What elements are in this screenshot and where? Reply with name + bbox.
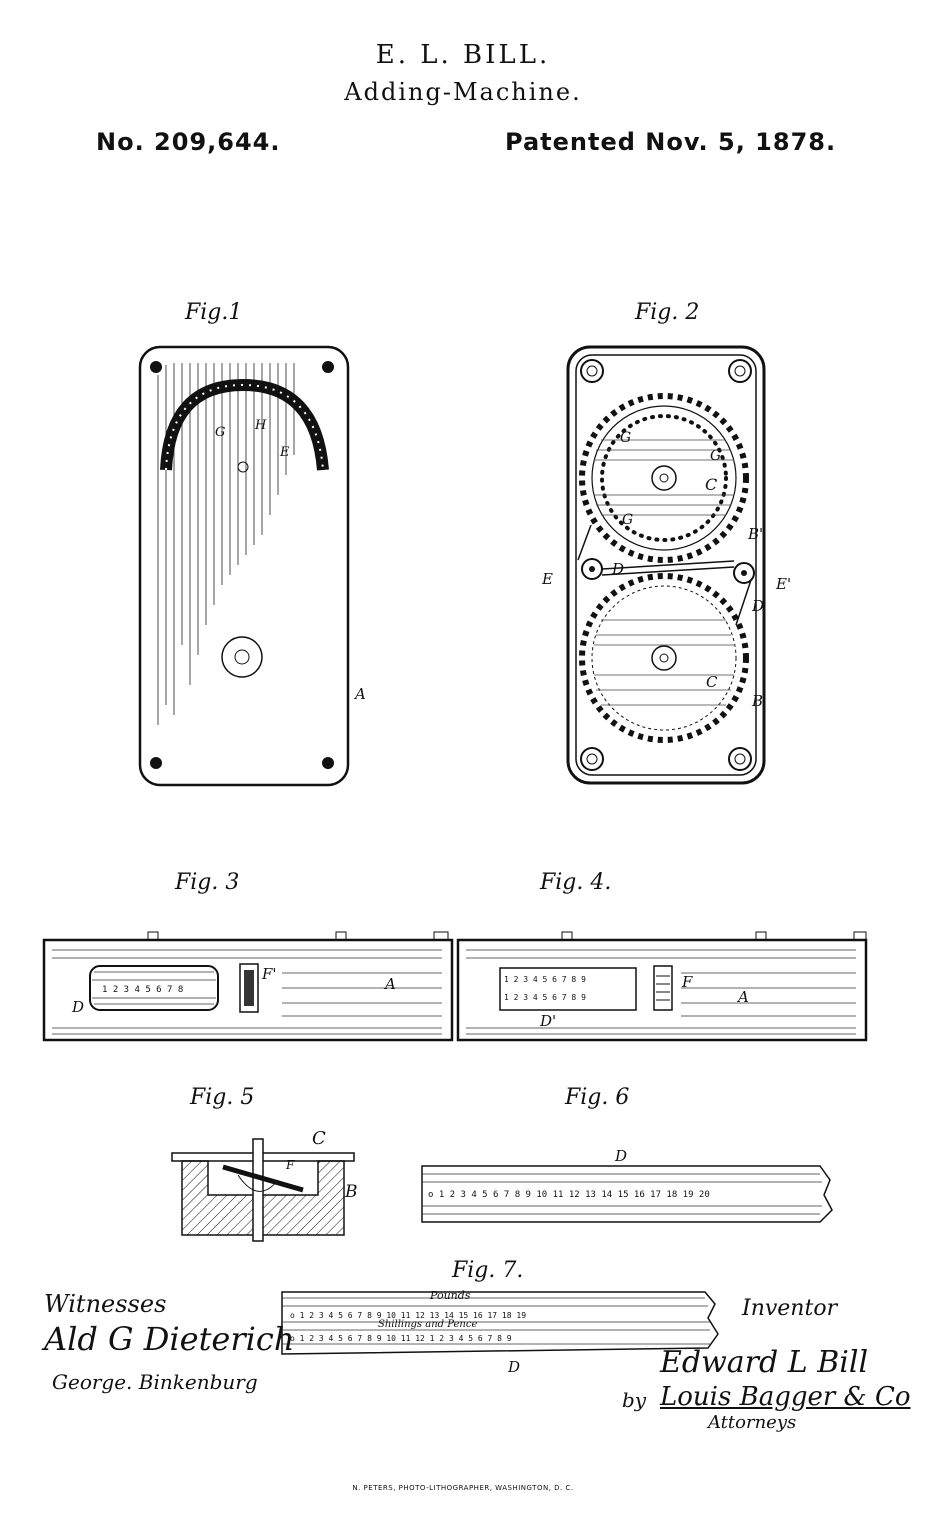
fig7-strip-bottom-text: Shillings and Pence — [378, 1319, 478, 1330]
svg-text:1 2 3 4 5 6 7 8 9: 1 2 3 4 5 6 7 8 9 — [504, 993, 586, 1002]
fig7-strip-top-text: Pounds — [430, 1289, 471, 1302]
svg-text:1 2 3 4 5 6 7 8 9: 1 2 3 4 5 6 7 8 9 — [504, 975, 586, 984]
svg-text:1 2 3 4 5 6 7 8: 1 2 3 4 5 6 7 8 — [102, 985, 183, 995]
fig1-ref-a: A — [355, 685, 366, 703]
fig1-ref-g: G — [215, 425, 226, 440]
fig2-ref-g3: G — [622, 512, 634, 528]
patent-number: No. 209,644. — [96, 128, 281, 156]
fig4-ref-a: A — [738, 988, 749, 1006]
fig4-drawing: 1 2 3 4 5 6 7 8 9 1 2 3 4 5 6 7 8 9 — [456, 931, 868, 1042]
svg-text:o 1 2 3 4 5 6 7 8 9 10 11 12 1: o 1 2 3 4 5 6 7 8 9 10 11 12 1 2 3 4 5 6… — [290, 1334, 512, 1343]
fig7-label: Fig. 7. — [452, 1258, 524, 1283]
witness-1-signature: Ald G Dieterich — [44, 1320, 295, 1358]
fig2-ref-d2: D — [752, 597, 765, 615]
attorneys-label: Attorneys — [708, 1412, 797, 1433]
fig7-drawing: o 1 2 3 4 5 6 7 8 9 10 11 12 13 14 15 16… — [281, 1291, 719, 1355]
fig2-ref-g1: G — [620, 430, 632, 446]
patent-date: Patented Nov. 5, 1878. — [505, 128, 837, 156]
fig2-ref-e: E — [542, 570, 553, 588]
fig5-ref-b: B — [345, 1182, 358, 1202]
fig1-drawing — [138, 345, 350, 787]
fig6-drawing: o 1 2 3 4 5 6 7 8 9 10 11 12 13 14 15 16… — [421, 1165, 833, 1223]
inventor-signature: Edward L Bill — [660, 1345, 869, 1380]
fig1-ref-h: H — [255, 418, 267, 433]
inventor-name: E. L. BILL. — [375, 40, 551, 70]
fig3-ref-a: A — [385, 975, 396, 993]
svg-text:o 1 2 3 4 5 6 7 8 9 10 11 12 1: o 1 2 3 4 5 6 7 8 9 10 11 12 13 14 15 16… — [428, 1190, 710, 1200]
fig7-ref-d: D — [508, 1358, 521, 1376]
fig2-ref-d1: D — [612, 560, 625, 578]
fig2-ref-b-prime: B' — [748, 525, 764, 543]
fig2-label: Fig. 2 — [635, 300, 700, 325]
fig3-label: Fig. 3 — [175, 870, 240, 895]
fig5-ref-c: C — [312, 1128, 326, 1149]
fig2-ref-c1: C — [705, 475, 718, 494]
inventor-label: Inventor — [742, 1296, 838, 1321]
fig2-ref-b: B — [752, 692, 764, 710]
fig2-ref-c2: C — [706, 673, 718, 691]
fig2-ref-g2: G — [710, 448, 722, 464]
fig1-label: Fig.1 — [185, 300, 243, 325]
fig5-ref-f: F — [286, 1158, 295, 1172]
printer-credit: N. PETERS, PHOTO-LITHOGRAPHER, WASHINGTO… — [352, 1484, 574, 1492]
fig3-ref-d: D — [72, 998, 85, 1016]
fig4-ref-f: F — [682, 973, 693, 991]
fig4-ref-d-prime: D' — [540, 1012, 557, 1030]
invention-title: Adding-Machine. — [344, 78, 582, 106]
fig2-ref-e-prime: E' — [776, 575, 792, 593]
fig6-label: Fig. 6 — [565, 1085, 630, 1110]
attorney-signature: Louis Bagger & Co — [660, 1382, 911, 1412]
fig1-ref-e: E — [280, 445, 290, 460]
fig5-drawing — [171, 1138, 355, 1242]
fig5-label: Fig. 5 — [190, 1085, 255, 1110]
fig6-ref-d: D — [615, 1147, 628, 1165]
fig3-ref-f-prime: F' — [262, 965, 277, 983]
fig3-drawing: 1 2 3 4 5 6 7 8 — [42, 931, 454, 1042]
witness-2-signature: George. Binkenburg — [52, 1370, 258, 1394]
fig2-drawing — [566, 345, 766, 785]
by-label: by — [622, 1388, 647, 1412]
fig4-label: Fig. 4. — [540, 870, 612, 895]
witnesses-label: Witnesses — [44, 1290, 167, 1318]
svg-text:o 1 2 3 4 5 6 7 8 9 10 11 12 1: o 1 2 3 4 5 6 7 8 9 10 11 12 13 14 15 16… — [290, 1311, 526, 1320]
